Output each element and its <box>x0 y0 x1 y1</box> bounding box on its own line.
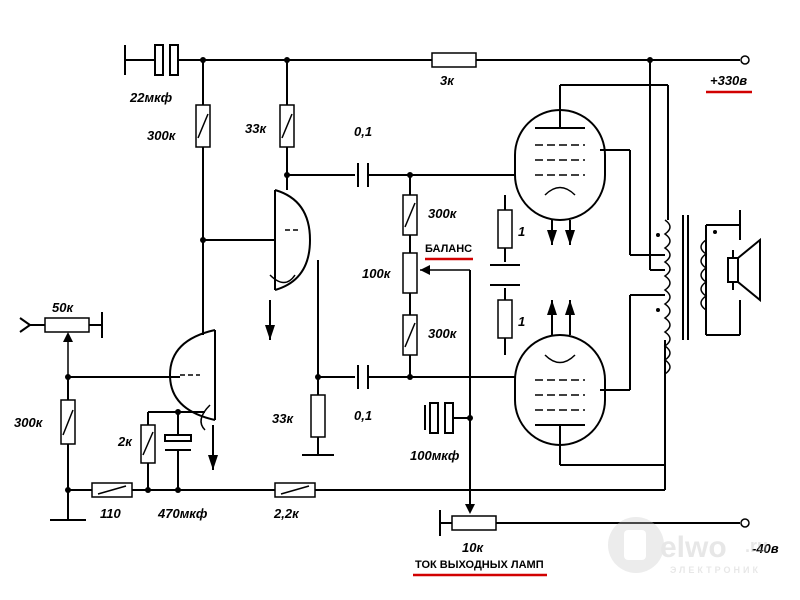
capacitor-01-bottom <box>357 365 520 389</box>
watermark-tld: .ru <box>745 536 768 556</box>
resistor-33k-bottom <box>310 394 326 438</box>
label-22uf: 22мкф <box>129 90 173 105</box>
watermark: elwo .ru ЭЛЕКТРОНИК <box>608 517 768 575</box>
label-33k-top: 33к <box>245 121 267 136</box>
label-300k-top: 300к <box>147 128 177 143</box>
tube-output-top <box>514 84 668 256</box>
resistor-3k <box>431 52 477 68</box>
capacitor-22uf <box>154 44 179 76</box>
label-100k: 100к <box>362 266 392 281</box>
capacitor-100uf <box>424 402 470 434</box>
label-300k-left: 300к <box>14 415 44 430</box>
label-110: 110 <box>100 506 121 521</box>
watermark-tagline: ЭЛЕКТРОНИК <box>670 565 761 575</box>
input-terminal <box>19 317 45 333</box>
label-33k-bottom: 33к <box>272 411 294 426</box>
label-supply-plus: +330в <box>710 73 747 88</box>
tube-phase-splitter <box>265 189 319 375</box>
watermark-brand: elwo <box>660 531 727 564</box>
label-balance: БАЛАНС <box>425 243 472 255</box>
label-1-top: 1 <box>518 224 525 239</box>
resistor-1-top <box>497 209 513 249</box>
terminal-minus <box>740 518 750 528</box>
tube-output-bottom <box>514 294 665 466</box>
label-10k: 10к <box>462 540 484 555</box>
potentiometer-50k <box>44 317 90 333</box>
label-470uf: 470мкф <box>157 506 208 521</box>
capacitor-01-top <box>357 163 520 187</box>
label-output-current: ТОК ВЫХОДНЫХ ЛАМП <box>415 559 544 571</box>
potentiometer-100k <box>402 252 418 294</box>
label-50k: 50к <box>52 300 74 315</box>
label-2-2k: 2,2к <box>273 506 300 521</box>
label-2k: 2к <box>117 434 133 449</box>
label-01-top: 0,1 <box>354 124 372 139</box>
output-transformer <box>649 60 741 465</box>
label-300k-balance-bottom: 300к <box>428 326 458 341</box>
label-1-bottom: 1 <box>518 314 525 329</box>
label-100uf: 100мкф <box>410 448 460 463</box>
label-01-bottom: 0,1 <box>354 408 372 423</box>
label-300k-balance-top: 300к <box>428 206 458 221</box>
speaker-icon <box>727 237 761 303</box>
resistor-1-bottom <box>497 299 513 339</box>
capacitor-470uf <box>164 434 192 442</box>
label-supply-minus: -40в <box>752 541 779 556</box>
label-3k: 3к <box>440 73 455 88</box>
potentiometer-10k <box>451 515 497 531</box>
terminal-plus <box>740 55 750 65</box>
